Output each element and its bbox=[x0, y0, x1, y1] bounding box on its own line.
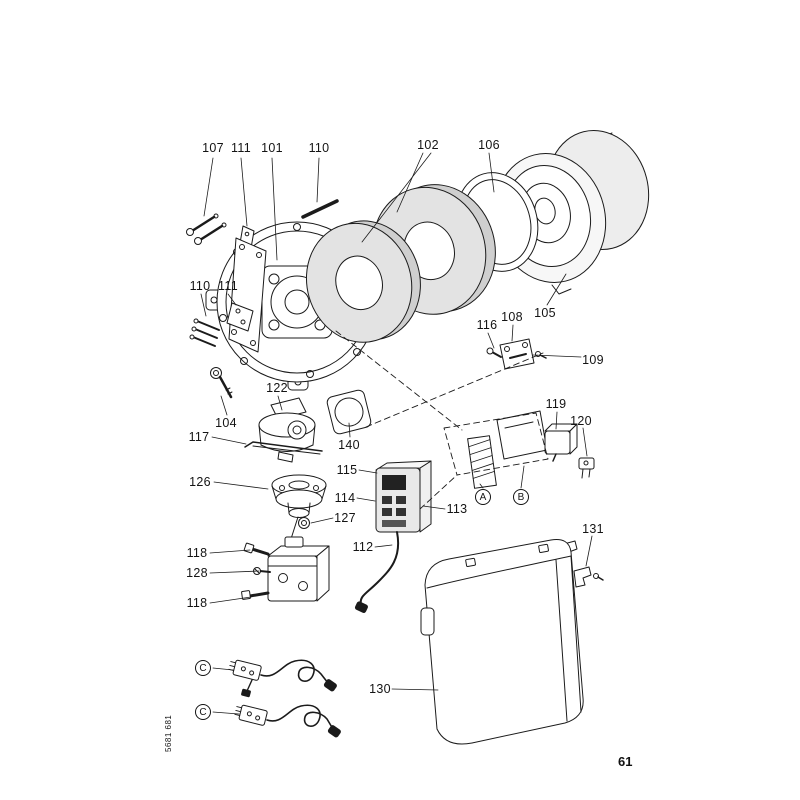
circled-letter-callout: C bbox=[195, 660, 211, 676]
part-number-label: 127 bbox=[334, 511, 356, 525]
circled-letter-callout: B bbox=[513, 489, 529, 505]
cable-assembly-c1 bbox=[228, 659, 337, 698]
part-number-label: 117 bbox=[188, 430, 210, 444]
relay-119 bbox=[544, 423, 578, 462]
part-number-label: 116 bbox=[476, 318, 498, 332]
assembly-axis-dashed-lines bbox=[335, 330, 549, 510]
cable-112 bbox=[354, 531, 400, 614]
screw-116 bbox=[486, 347, 502, 358]
fitting-118-upper bbox=[243, 542, 270, 556]
part-number-label: 128 bbox=[186, 566, 208, 580]
bracket-108 bbox=[499, 338, 535, 370]
filter-insert bbox=[467, 435, 497, 489]
part-number-label: 118 bbox=[186, 596, 208, 610]
clip-120 bbox=[578, 457, 595, 479]
part-number-label: 120 bbox=[570, 414, 592, 428]
part-number-label: 140 bbox=[338, 438, 360, 452]
part-number-label: 112 bbox=[352, 540, 374, 554]
control-unit-115 bbox=[375, 460, 432, 533]
part-number-label: 126 bbox=[189, 475, 211, 489]
studs-110-left bbox=[189, 318, 220, 347]
part-number-label: 109 bbox=[582, 353, 604, 367]
part-number-label: 118 bbox=[186, 546, 208, 560]
part-number-label: 114 bbox=[334, 491, 356, 505]
part-number-label: 119 bbox=[545, 397, 567, 411]
page-number: 61 bbox=[618, 754, 633, 769]
part-number-label: 105 bbox=[534, 306, 556, 320]
bolt-104 bbox=[210, 367, 233, 399]
flange-screws-107 bbox=[186, 213, 227, 245]
air-damper-122 bbox=[258, 397, 316, 463]
part-number-label: 115 bbox=[336, 463, 358, 477]
burner-cover-130 bbox=[420, 539, 584, 745]
part-number-label: 107 bbox=[202, 141, 224, 155]
circled-letter-callout: C bbox=[195, 704, 211, 720]
part-number-label: 122 bbox=[266, 381, 288, 395]
part-number-label: 111 bbox=[231, 141, 251, 155]
part-number-label: 101 bbox=[261, 141, 283, 155]
fan-coupling-126 bbox=[271, 474, 327, 518]
electrode-rod-117 bbox=[244, 441, 323, 455]
document-code: 5681 681 bbox=[164, 714, 173, 752]
adapter-plate-140 bbox=[326, 389, 372, 435]
part-number-label: 110 bbox=[308, 141, 330, 155]
part-number-label: 102 bbox=[417, 138, 439, 152]
valve-block bbox=[267, 536, 330, 602]
screw-109 bbox=[535, 351, 547, 359]
circled-letter-callout: A bbox=[475, 489, 491, 505]
part-number-label: 111 bbox=[218, 279, 238, 293]
part-number-label: 130 bbox=[369, 682, 391, 696]
flame-tube-105 bbox=[493, 130, 650, 295]
part-number-label: 104 bbox=[215, 416, 237, 430]
part-number-label: 110 bbox=[189, 279, 211, 293]
cable-assembly-c2 bbox=[234, 704, 341, 738]
leader-lines bbox=[200, 152, 593, 715]
part-number-label: 106 bbox=[478, 138, 500, 152]
insulation-disc-102-front bbox=[305, 220, 421, 343]
part-number-label: 113 bbox=[446, 502, 468, 516]
bracket-111-left bbox=[226, 302, 254, 332]
part-number-label: 108 bbox=[501, 310, 523, 324]
part-number-label: 131 bbox=[582, 522, 604, 536]
pin-110-top bbox=[301, 199, 339, 219]
